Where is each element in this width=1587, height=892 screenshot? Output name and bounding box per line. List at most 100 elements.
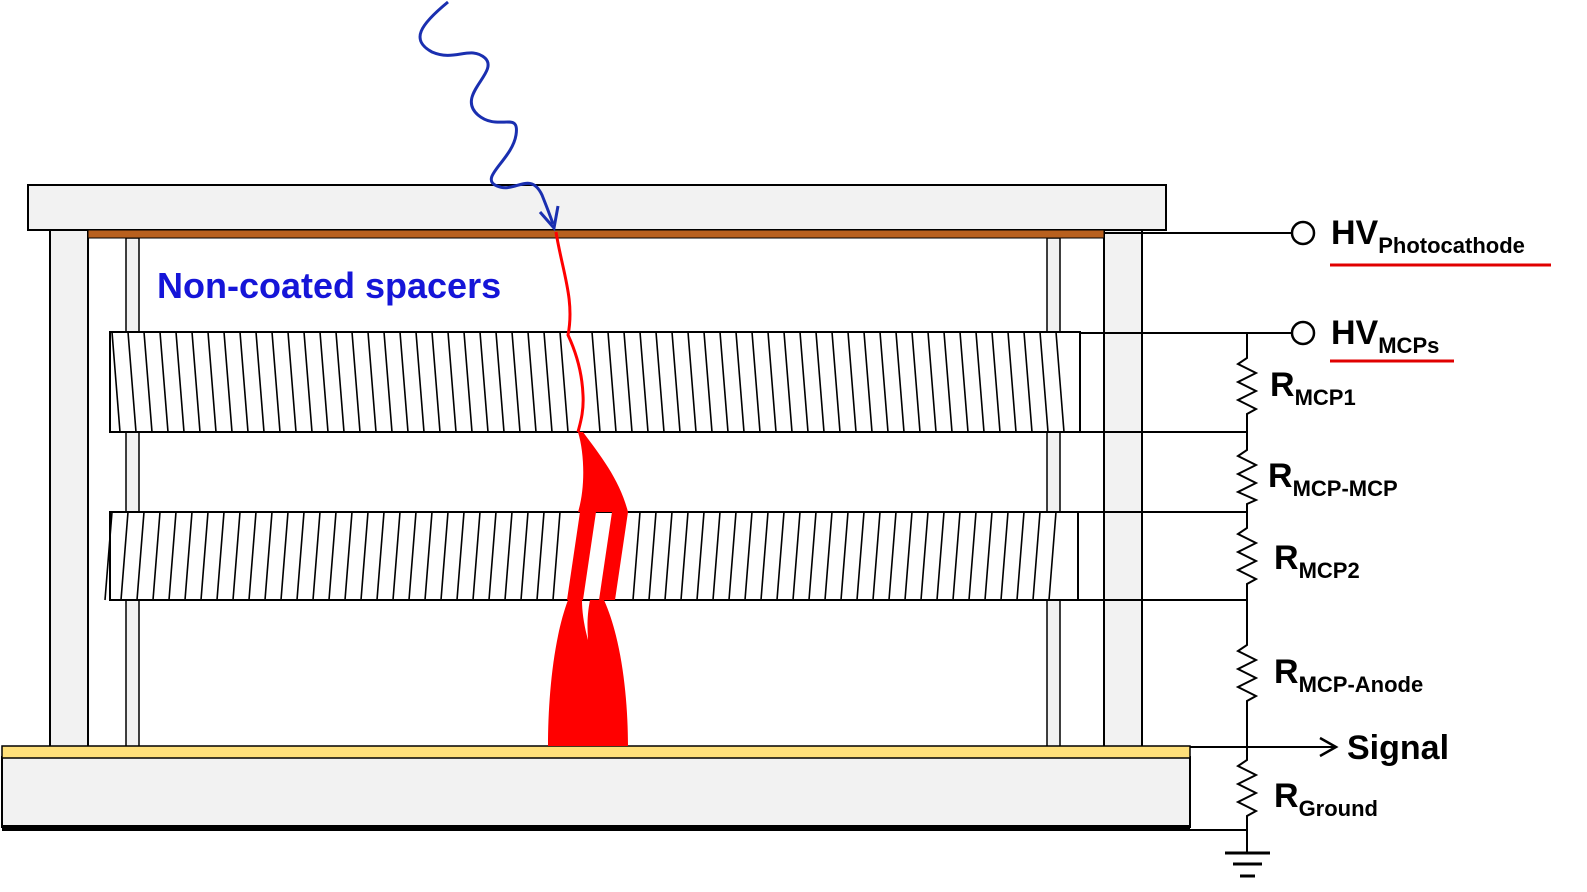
mcp-channel (216, 511, 225, 601)
r-mcp1-label: RMCP1 (1270, 366, 1356, 410)
shower-gap-2 (548, 600, 628, 746)
mcp-channel (536, 511, 545, 601)
mcp-channel (648, 511, 657, 601)
mcp-channel (719, 331, 729, 433)
mcp-channel (351, 331, 361, 433)
mcp-channel (504, 511, 513, 601)
mcp-channel (1016, 511, 1025, 601)
electron-shower (548, 231, 628, 746)
right-outer-wall (1103, 229, 1143, 751)
mcp-channel (1023, 331, 1033, 433)
r-mcp-anode-label: RMCP-Anode (1274, 653, 1423, 697)
mcp-channel (824, 511, 833, 601)
mcp-channel (399, 331, 409, 433)
mcp-channel (959, 331, 969, 433)
mcp-channel (543, 331, 553, 433)
mcp-2-channels (104, 511, 1057, 601)
mcp-channel (456, 511, 465, 601)
mcp-channel (591, 331, 601, 433)
mcp-channel (1055, 331, 1065, 433)
mcp-channel (991, 331, 1001, 433)
mcp-channel (808, 511, 817, 601)
mcp-channel (431, 331, 441, 433)
mcp-channel (895, 331, 905, 433)
mcp-channel (776, 511, 785, 601)
mcp-channel (952, 511, 961, 601)
mcp-channel (120, 511, 129, 601)
mcp-channel (223, 331, 233, 433)
r-mcp2-label: RMCP2 (1274, 539, 1360, 583)
signal-label: Signal (1347, 729, 1449, 767)
mcp-channel (744, 511, 753, 601)
mcp-channel (383, 331, 393, 433)
mcp-channel (671, 331, 681, 433)
mcp-channel (495, 331, 505, 433)
photon-arrowhead (538, 205, 560, 232)
hv-photocathode-label: HVPhotocathode (1331, 214, 1525, 258)
mcp-channel (127, 331, 137, 433)
mcp-channel (104, 511, 113, 601)
spacers-label: Non-coated spacers (157, 265, 501, 306)
resistor-mcp2-symbol (1235, 512, 1259, 600)
shower-channel-a (567, 512, 596, 600)
mcp-channel (840, 511, 849, 601)
mcp-channel (559, 331, 569, 433)
mcp-channel (911, 331, 921, 433)
mcp-channel (207, 331, 217, 433)
mcp-1-channels (111, 331, 1065, 433)
mcp-channel (527, 331, 537, 433)
mcp-channel (607, 331, 617, 433)
mcp-channel (799, 331, 809, 433)
resistor-mcp-anode-symbol (1235, 600, 1259, 747)
mcp-channel (239, 331, 249, 433)
mcp-channel (792, 511, 801, 601)
mcp-channel (552, 511, 561, 601)
mcp-channel (280, 511, 289, 601)
r-mcp-mcp-label: RMCP-MCP (1268, 457, 1398, 501)
incoming-photon-path (418, 0, 555, 225)
mcp-channel (1007, 331, 1017, 433)
mcp-channel (1039, 331, 1049, 433)
mcp-channel (623, 331, 633, 433)
mcp-channel (520, 511, 529, 601)
mcp-channel (488, 511, 497, 601)
mcp-channel (440, 511, 449, 601)
mcp-channel (664, 511, 673, 601)
mcp-channel (863, 331, 873, 433)
mcp-channel (287, 331, 297, 433)
mcp-channel (143, 331, 153, 433)
mcp-channel (296, 511, 305, 601)
mcp-channel (408, 511, 417, 601)
mcp-channel (639, 331, 649, 433)
shower-channel-b (599, 512, 628, 600)
mcp-channel (904, 511, 913, 601)
shower-gap-1 (578, 432, 628, 512)
mcp-channel (879, 331, 889, 433)
mcp-channel (920, 511, 929, 601)
mcp-channel (847, 331, 857, 433)
mcp-channel (447, 331, 457, 433)
mcp-channel (680, 511, 689, 601)
mcp-channel (783, 331, 793, 433)
mcp-channel (376, 511, 385, 601)
mcp-channel (927, 331, 937, 433)
mcp-channel (175, 331, 185, 433)
mcp-channel (415, 331, 425, 433)
mcp-channel (655, 331, 665, 433)
top-window (27, 184, 1167, 231)
mcp-channel (248, 511, 257, 601)
mcp-channel (696, 511, 705, 601)
resistor-chain (1235, 333, 1259, 853)
mcp-channel (751, 331, 761, 433)
anode-base (1, 756, 1191, 828)
mcp-channel (303, 331, 313, 433)
signal-arrowhead (1319, 736, 1339, 758)
mcp-channel (392, 511, 401, 601)
mcp-channel (232, 511, 241, 601)
mcp-channel (728, 511, 737, 601)
left-spacer-post (125, 237, 140, 751)
mcp-channel (712, 511, 721, 601)
mcp-2 (104, 511, 1079, 601)
mcp-channel (136, 511, 145, 601)
